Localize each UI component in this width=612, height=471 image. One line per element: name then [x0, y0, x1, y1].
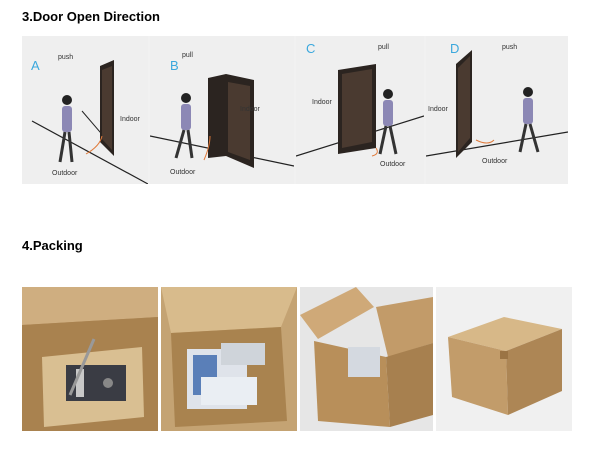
- door-action-label: push: [58, 54, 74, 61]
- door-illustration-b: [150, 74, 294, 168]
- door-panel-c: C pull Indoor Outdoor: [296, 36, 424, 184]
- door-illustration-d: [426, 50, 568, 158]
- packed-components-illustration: [161, 287, 297, 431]
- packing-title: 4.Packing: [22, 238, 83, 253]
- panel-letter: B: [170, 58, 179, 73]
- door-panel-d: D push Indoor Outdoor: [426, 36, 568, 184]
- packing-photo-components: [161, 287, 297, 431]
- door-action-label: pull: [182, 52, 193, 59]
- indoor-label: Indoor: [120, 116, 140, 123]
- door-illustration-a: [31, 60, 148, 184]
- panel-letter: D: [450, 41, 460, 56]
- door-action-label: push: [502, 44, 518, 51]
- panel-letter: C: [306, 41, 316, 56]
- door-illustration-c: [296, 64, 424, 157]
- packing-photo-open-box: [22, 287, 158, 431]
- door-direction-diagram: A push Indoor Outdoor B pull Indoor Outd…: [22, 36, 568, 184]
- packing-photo-closing-box: [300, 287, 433, 431]
- outdoor-label: Outdoor: [482, 158, 508, 165]
- outdoor-label: Outdoor: [52, 170, 78, 177]
- panel-letter: A: [31, 58, 40, 73]
- door-panel-a: A push Indoor Outdoor: [22, 36, 148, 184]
- outdoor-label: Outdoor: [380, 161, 406, 168]
- door-panel-b: B pull Indoor Outdoor: [150, 36, 294, 184]
- packing-photo-closed-box: [436, 287, 572, 431]
- door-action-label: pull: [378, 44, 389, 51]
- closing-box-illustration: [300, 287, 433, 431]
- indoor-label: Indoor: [240, 106, 260, 113]
- indoor-label: Indoor: [428, 106, 448, 113]
- indoor-label: Indoor: [312, 99, 332, 106]
- door-direction-title: 3.Door Open Direction: [22, 9, 160, 24]
- outdoor-label: Outdoor: [170, 169, 196, 176]
- closed-box-illustration: [436, 287, 572, 431]
- lock-body-in-box-illustration: [22, 287, 158, 431]
